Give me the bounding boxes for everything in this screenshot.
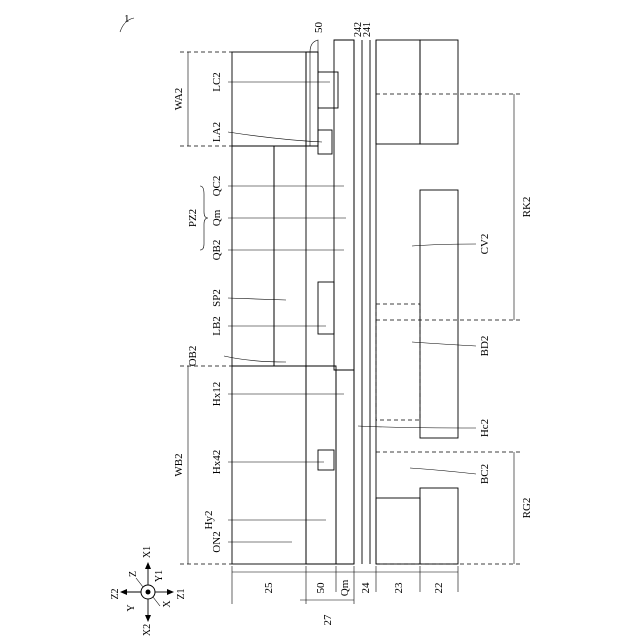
label-lc2: LC2 bbox=[211, 72, 223, 92]
label-pz2: PZ2 bbox=[187, 209, 199, 227]
electrode-pads bbox=[318, 72, 338, 470]
label-qm-bottom: Qm bbox=[339, 579, 351, 596]
pz2-brace bbox=[200, 186, 208, 250]
label-ob2: OB2 bbox=[187, 346, 199, 367]
layer-22 bbox=[420, 40, 458, 564]
layer-50 bbox=[306, 40, 336, 564]
label-27: 27 bbox=[322, 614, 334, 626]
label-23: 23 bbox=[393, 582, 405, 594]
label-hc2: Hc2 bbox=[479, 419, 491, 437]
axis-x2: X2 bbox=[142, 624, 153, 636]
axis-z: Z bbox=[128, 571, 139, 577]
label-hy2: Hy2 bbox=[203, 511, 215, 530]
layer-23 bbox=[376, 40, 420, 564]
left-labels: LC2 LA2 QC2 Qm QB2 SP2 LB2 OB2 Hx12 Hx42… bbox=[187, 72, 223, 552]
label-ref-1: 1 bbox=[124, 13, 130, 25]
region-bd2 bbox=[376, 304, 420, 420]
label-bd2: BD2 bbox=[479, 336, 491, 357]
thin-layers-24 bbox=[354, 40, 376, 564]
axis-indicator: X1 X2 Z2 Z1 Z Y1 X Y bbox=[110, 546, 187, 636]
label-hx12: Hx12 bbox=[211, 382, 223, 406]
dashed-guides bbox=[180, 52, 520, 564]
axis-x1: X1 bbox=[142, 546, 153, 558]
label-50-bottom: 50 bbox=[315, 582, 327, 594]
axis-y: Y bbox=[126, 604, 137, 611]
dimension-brackets bbox=[188, 52, 514, 604]
label-sp2: SP2 bbox=[211, 289, 223, 307]
region-labels: WA2 PZ2 WB2 RK2 RG2 bbox=[173, 88, 533, 519]
label-qc2: QC2 bbox=[211, 176, 223, 197]
label-on2: ON2 bbox=[211, 531, 223, 552]
label-25: 25 bbox=[263, 582, 275, 594]
label-bc2: BC2 bbox=[479, 464, 491, 484]
label-qm: Qm bbox=[211, 209, 223, 226]
label-wb2: WB2 bbox=[173, 453, 185, 476]
label-50: 50 bbox=[313, 22, 325, 34]
label-22: 22 bbox=[433, 583, 445, 594]
label-lb2: LB2 bbox=[211, 316, 223, 336]
label-24: 24 bbox=[360, 582, 372, 594]
axis-z1: Z1 bbox=[176, 588, 187, 599]
label-cv2: CV2 bbox=[479, 234, 491, 255]
piezo-stack bbox=[334, 40, 354, 564]
label-241: 241 bbox=[362, 22, 373, 37]
axis-x: X bbox=[162, 600, 173, 608]
axis-y1: Y1 bbox=[154, 570, 165, 582]
label-rk2: RK2 bbox=[521, 197, 533, 218]
leader-lines bbox=[224, 82, 476, 542]
label-rg2: RG2 bbox=[521, 498, 533, 519]
label-wa2: WA2 bbox=[173, 88, 185, 111]
cavity-sp2 bbox=[274, 146, 306, 366]
axis-z2: Z2 bbox=[110, 588, 121, 599]
top-labels: 50 242 241 bbox=[313, 22, 373, 38]
right-labels: CV2 BD2 Hc2 BC2 bbox=[479, 234, 491, 484]
label-hx42: Hx42 bbox=[211, 450, 223, 474]
label-la2: LA2 bbox=[211, 122, 223, 142]
label-qb2: QB2 bbox=[211, 240, 223, 261]
layer-25 bbox=[232, 52, 306, 564]
